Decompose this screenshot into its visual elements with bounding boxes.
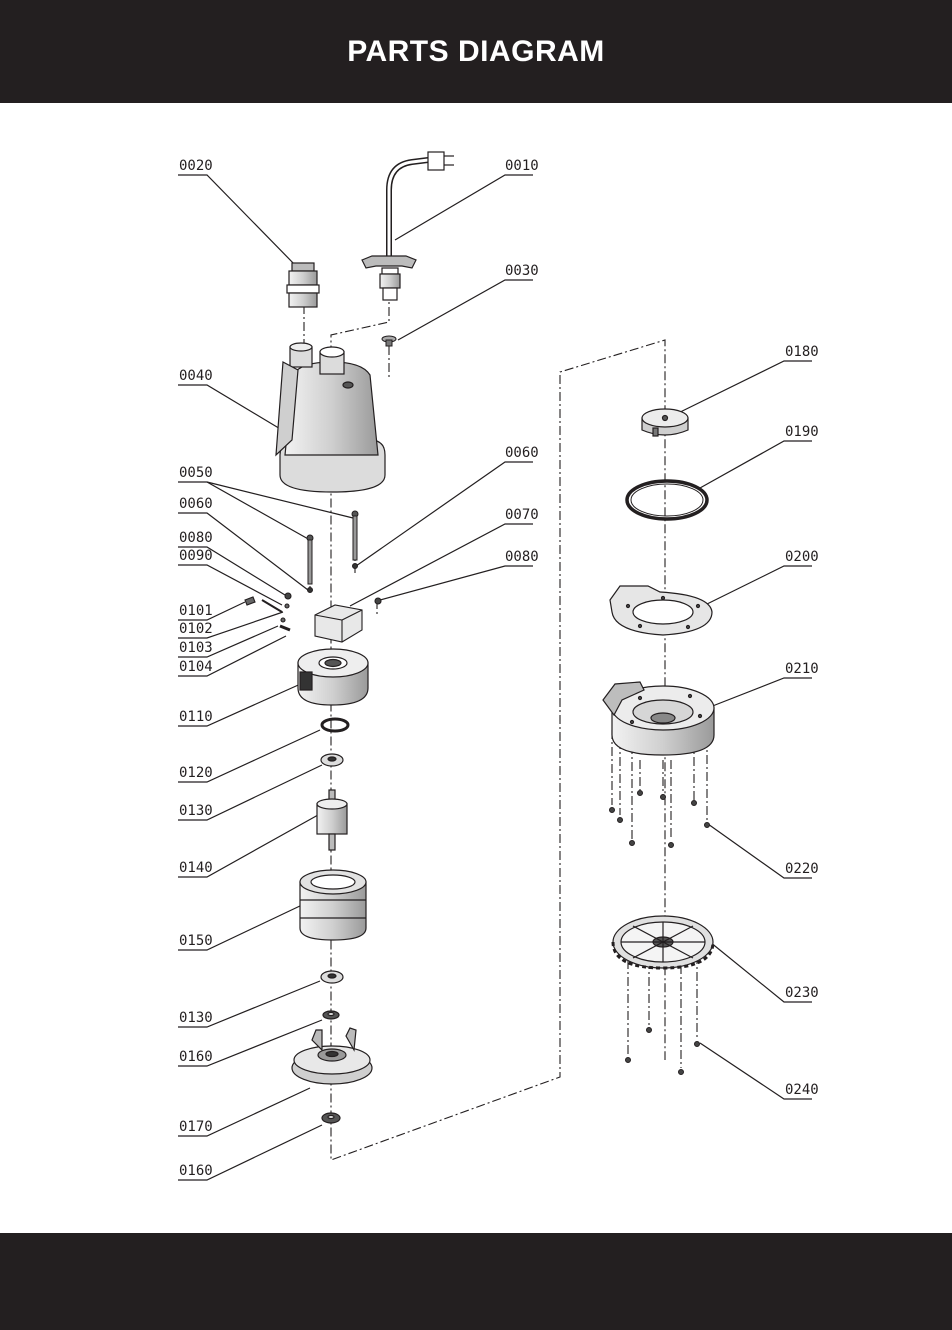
- strainer-screws-part: [626, 1028, 700, 1075]
- part-label-0230: 0230: [785, 985, 819, 1001]
- power-cord-part: [362, 152, 454, 300]
- part-label-0103: 0103: [179, 640, 213, 656]
- pump-housing-part: [276, 343, 385, 492]
- part-label-0130-upper: 0130: [179, 803, 213, 819]
- bearing-0130-lower-part: [321, 971, 343, 983]
- part-label-0160-upper: 0160: [179, 1049, 213, 1065]
- seal-0160-upper-part: [323, 1011, 339, 1019]
- page-title: PARTS DIAGRAM: [347, 35, 605, 69]
- part-label-0200: 0200: [785, 549, 819, 565]
- part-label-0090: 0090: [179, 548, 213, 564]
- part-label-0102: 0102: [179, 621, 213, 637]
- part-label-0060-left: 0060: [179, 496, 213, 512]
- footer-bar: [0, 1233, 952, 1330]
- part-labels: 0020 0010 0030 0040 0050 0060 0060 0070 …: [179, 158, 819, 1179]
- part-label-0070: 0070: [505, 507, 539, 523]
- part-label-0050: 0050: [179, 465, 213, 481]
- part-label-0080-right: 0080: [505, 549, 539, 565]
- part-label-0190: 0190: [785, 424, 819, 440]
- part-label-0130-lower: 0130: [179, 1010, 213, 1026]
- long-screws-part: [307, 511, 358, 593]
- seal-0160-lower-part: [322, 1113, 340, 1123]
- part-label-0140: 0140: [179, 860, 213, 876]
- strainer-plate-part: [613, 916, 713, 968]
- part-label-0040: 0040: [179, 368, 213, 384]
- bearing-0130-upper-part: [321, 754, 343, 766]
- part-label-0020: 0020: [179, 158, 213, 174]
- part-label-0080-left: 0080: [179, 530, 213, 546]
- part-label-0170: 0170: [179, 1119, 213, 1135]
- part-label-0101: 0101: [179, 603, 213, 619]
- part-label-0110: 0110: [179, 709, 213, 725]
- part-label-0210: 0210: [785, 661, 819, 677]
- rotor-part: [317, 790, 347, 850]
- gasket-ring-part: [627, 481, 707, 519]
- leader-lines: [178, 175, 812, 1180]
- part-label-0220: 0220: [785, 861, 819, 877]
- discharge-fitting-part: [287, 263, 319, 307]
- part-label-0180: 0180: [785, 344, 819, 360]
- part-label-0150: 0150: [179, 933, 213, 949]
- lower-bearing-housing-part: [292, 1028, 372, 1084]
- screw-0030-part: [382, 336, 396, 346]
- part-label-0060-right: 0060: [505, 445, 539, 461]
- part-label-0240: 0240: [785, 1082, 819, 1098]
- impeller-cap-part: [642, 409, 688, 436]
- part-label-0160-lower: 0160: [179, 1163, 213, 1179]
- upper-bearing-housing-part: [298, 649, 368, 705]
- pump-base-part: [603, 682, 714, 755]
- volute-plate-part: [610, 586, 712, 635]
- stator-part: [300, 870, 366, 940]
- part-label-0010: 0010: [505, 158, 539, 174]
- part-label-0120: 0120: [179, 765, 213, 781]
- part-label-0030: 0030: [505, 263, 539, 279]
- header-bar: PARTS DIAGRAM: [0, 0, 952, 103]
- parts-diagram: 0020 0010 0030 0040 0050 0060 0060 0070 …: [0, 103, 952, 1233]
- part-label-0104: 0104: [179, 659, 213, 675]
- o-ring-0120-part: [322, 719, 348, 731]
